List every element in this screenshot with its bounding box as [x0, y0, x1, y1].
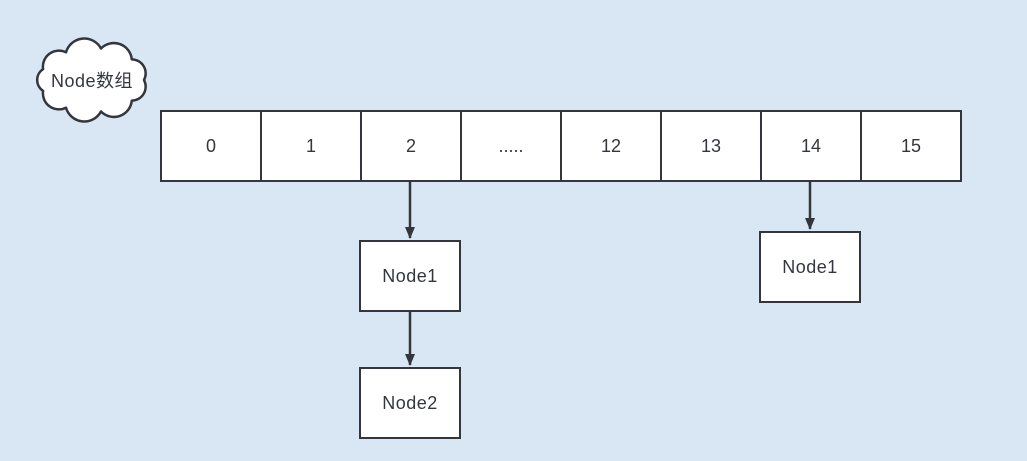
node1-right-box: Node1 [759, 231, 861, 303]
array-cell-2: 2 [360, 110, 462, 182]
node2-box: Node2 [359, 367, 461, 439]
node1-left-box: Node1 [359, 240, 461, 312]
array-cell-15: 15 [860, 110, 962, 182]
array-cell-1: 1 [260, 110, 362, 182]
array-cell-13: 13 [660, 110, 762, 182]
array-cell-14: 14 [760, 110, 862, 182]
array-cell-0: 0 [160, 110, 262, 182]
cloud-shape-icon [36, 37, 147, 123]
array-cell-12: 12 [560, 110, 662, 182]
cloud-callout: Node数组 [28, 34, 156, 124]
array-cell-dots: ..... [460, 110, 562, 182]
cloud-label: Node数组 [50, 71, 134, 91]
